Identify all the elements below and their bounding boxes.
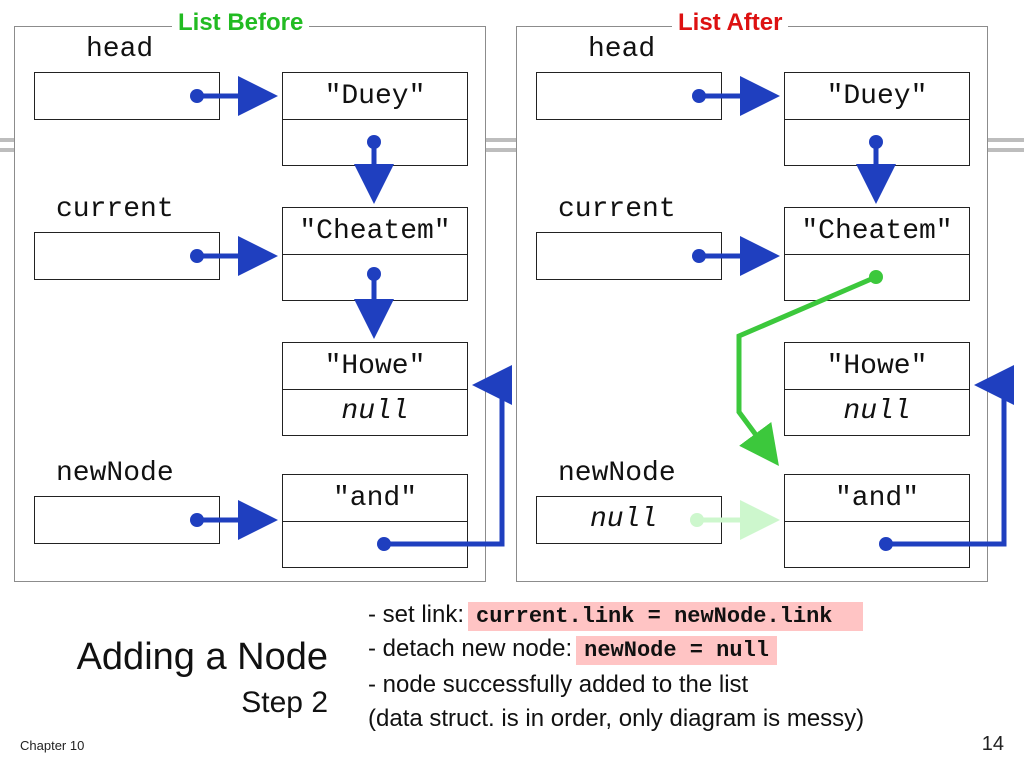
bullet-success: - node successfully added to the list xyxy=(368,671,749,698)
node-link xyxy=(785,522,969,567)
node-data: "Cheatem" xyxy=(283,208,467,255)
node-duey: "Duey" xyxy=(282,72,468,166)
var-box-head xyxy=(536,72,722,120)
var-box-head xyxy=(34,72,220,120)
var-box-current xyxy=(34,232,220,280)
node-link xyxy=(283,255,467,300)
var-label-current: current xyxy=(558,194,676,225)
var-box-current xyxy=(536,232,722,280)
bullet-detach-node: - detach new node:newNode = null xyxy=(368,634,777,666)
panel-title-after: List After xyxy=(672,9,789,37)
slide-subtitle: Step 2 xyxy=(241,686,328,719)
node-link xyxy=(283,120,467,165)
node-data: "Howe" xyxy=(785,343,969,390)
var-label-newnode: newNode xyxy=(56,458,174,489)
node-link xyxy=(785,120,969,165)
node-howe: "Howe" null xyxy=(784,342,970,436)
node-cheatem: "Cheatem" xyxy=(784,207,970,301)
node-duey: "Duey" xyxy=(784,72,970,166)
panel-title-before: List Before xyxy=(172,9,310,37)
node-link xyxy=(785,255,969,300)
node-and: "and" xyxy=(784,474,970,568)
bullet-set-link: - set link:current.link = newNode.link xyxy=(368,600,863,632)
node-link-null: null xyxy=(341,396,409,427)
node-data: "Cheatem" xyxy=(785,208,969,255)
var-label-current: current xyxy=(56,194,174,225)
node-link xyxy=(283,522,467,567)
node-data: "Duey" xyxy=(785,73,969,120)
node-data: "Howe" xyxy=(283,343,467,390)
node-data: "and" xyxy=(283,475,467,522)
node-data: "Duey" xyxy=(283,73,467,120)
var-label-newnode: newNode xyxy=(558,458,676,489)
node-and: "and" xyxy=(282,474,468,568)
node-link-null: null xyxy=(843,396,911,427)
node-data: "and" xyxy=(785,475,969,522)
decorative-line xyxy=(0,138,1024,142)
code-snippet: current.link = newNode.link xyxy=(468,602,863,631)
bullet-note: (data struct. is in order, only diagram … xyxy=(368,705,865,732)
node-howe: "Howe" null xyxy=(282,342,468,436)
code-snippet: newNode = null xyxy=(576,636,777,665)
slide-title: Adding a Node xyxy=(76,636,328,678)
newnode-null-value: null xyxy=(590,504,658,535)
footer-chapter: Chapter 10 xyxy=(20,738,85,753)
var-label-head: head xyxy=(588,34,656,65)
page-number: 14 xyxy=(981,733,1004,755)
var-box-newnode xyxy=(34,496,220,544)
bullet-text: - detach new node: xyxy=(368,635,573,662)
decorative-line xyxy=(0,148,1024,152)
node-cheatem: "Cheatem" xyxy=(282,207,468,301)
var-label-head: head xyxy=(86,34,154,65)
bullet-text: - set link: xyxy=(368,601,465,628)
